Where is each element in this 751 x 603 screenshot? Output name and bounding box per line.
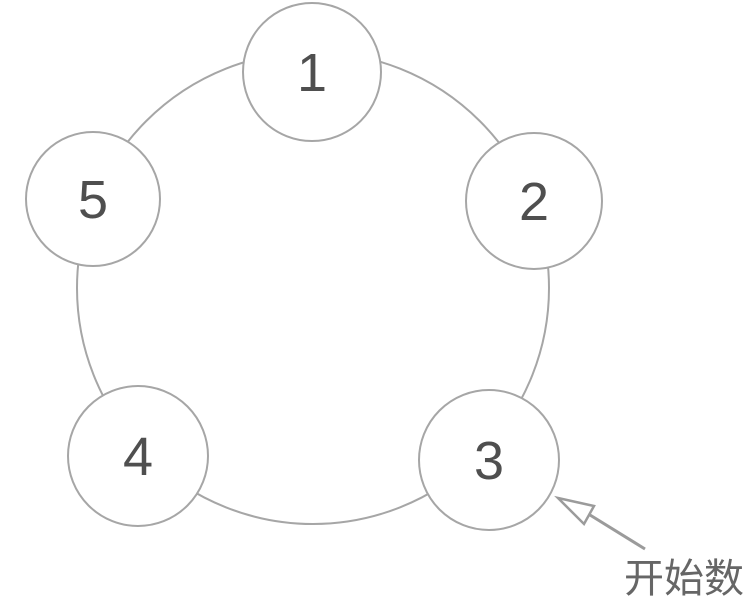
start-annotation: 开始数 [554,495,744,601]
node-1-label: 1 [297,43,327,103]
node-5: 5 [25,131,161,267]
node-1: 1 [242,2,382,142]
node-5-label: 5 [78,170,108,230]
node-3: 3 [418,389,560,531]
arrow-line [589,513,646,551]
node-3-label: 3 [474,431,504,491]
node-2-label: 2 [519,172,549,232]
node-4: 4 [67,385,209,527]
node-2-circle [465,132,603,270]
arrow-head-icon [554,495,596,527]
annotation-label: 开始数 [624,557,744,601]
node-2: 2 [465,132,603,270]
node-4-circle [67,385,209,527]
node-5-circle [25,131,161,267]
node-1-circle [242,2,382,142]
node-4-label: 4 [123,427,153,487]
node-3-circle [418,389,560,531]
